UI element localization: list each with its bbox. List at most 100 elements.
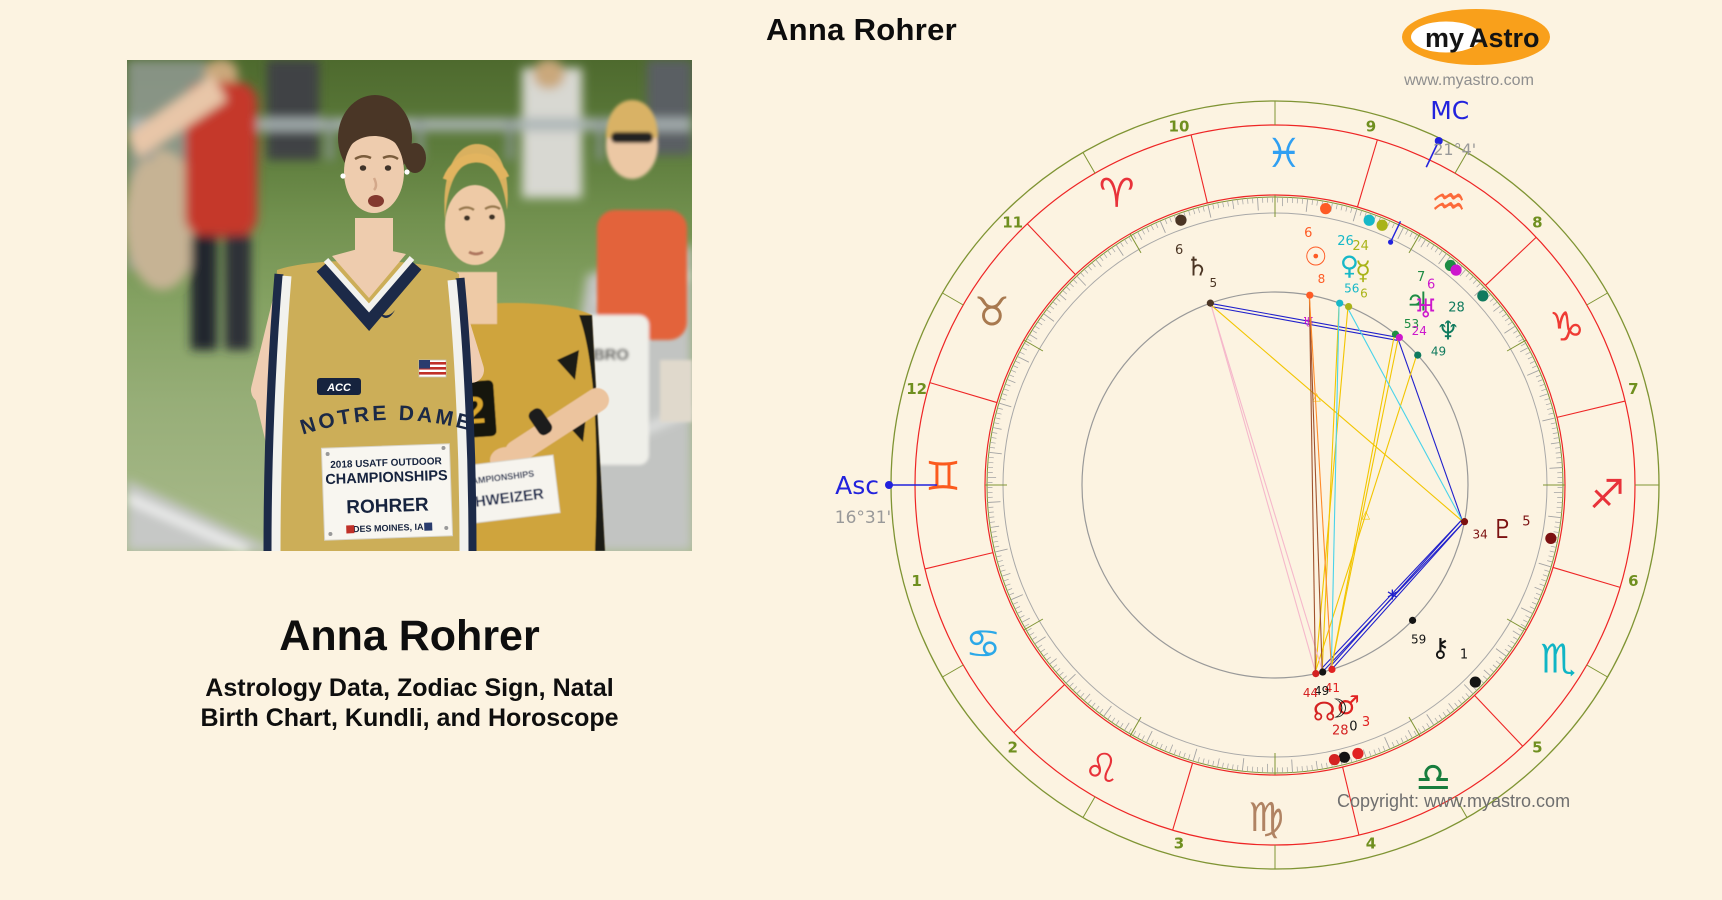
planet-moon-hub-dot bbox=[1319, 668, 1327, 676]
sign-boundary-pisces bbox=[1356, 139, 1378, 208]
planet-neptune-glyph: ♆ bbox=[1436, 316, 1459, 346]
planet-saturn-hub-dot bbox=[1206, 299, 1214, 307]
planet-sun-ring-dot bbox=[1320, 203, 1332, 215]
house-cusp-inner bbox=[1506, 339, 1527, 352]
sign-boundary-aries bbox=[1190, 134, 1208, 204]
aspect-saturn-moon bbox=[1210, 304, 1323, 671]
runner2-braid bbox=[442, 153, 510, 182]
planet-sun-glyph: ☉ bbox=[1304, 243, 1327, 273]
house-cusp-outer bbox=[942, 292, 964, 306]
planet-node-glyph: ☊ bbox=[1313, 698, 1336, 728]
sign-boundary-aquarius bbox=[1485, 236, 1537, 286]
athlete-photo: BRO 12 CHAMPIONSHIPS SCHWEIZER bbox=[127, 60, 692, 551]
aspect-sun-mars bbox=[1308, 297, 1332, 668]
mc-dot bbox=[1434, 136, 1443, 145]
aspect-mars-pluto bbox=[1329, 519, 1462, 667]
sign-virgo-glyph: ♍ bbox=[1248, 795, 1284, 841]
sign-scorpio-glyph: ♏ bbox=[1540, 637, 1576, 683]
aspect-saturn-uranus bbox=[1211, 303, 1399, 339]
house-3-label: 3 bbox=[1174, 834, 1184, 852]
mc-line bbox=[1425, 140, 1440, 168]
mc-tick-marker bbox=[1389, 221, 1402, 244]
aspect-saturn-uranus bbox=[1210, 305, 1398, 341]
aspect-uranus-pluto bbox=[1397, 338, 1464, 522]
caption-block: Anna Rohrer Astrology Data, Zodiac Sign,… bbox=[127, 612, 692, 733]
copyright-text: Copyright: www.myastro.com bbox=[1337, 791, 1571, 811]
aspect-saturn-node bbox=[1210, 304, 1316, 672]
house-cusp-outer bbox=[942, 664, 964, 678]
planet-sun-degree: 6 bbox=[1304, 226, 1312, 241]
sign-boundary-leo bbox=[1013, 684, 1065, 734]
mc-label: MC bbox=[1430, 96, 1469, 125]
house-6-label: 6 bbox=[1628, 572, 1638, 590]
house-10-label: 10 bbox=[1169, 118, 1190, 136]
planet-uranus-glyph: ♅ bbox=[1414, 295, 1437, 325]
logo-text-astro: Astro bbox=[1469, 23, 1540, 53]
sign-sagittarius-glyph: ♐ bbox=[1589, 472, 1625, 518]
planet-venus-minute: 56 bbox=[1344, 281, 1359, 295]
planet-moon-minute: 49 bbox=[1314, 684, 1329, 698]
planet-node-minute: 44 bbox=[1303, 686, 1318, 700]
planet-mars-hub-dot bbox=[1328, 665, 1336, 674]
sign-boundary-capricorn bbox=[1556, 400, 1626, 418]
house-5-label: 5 bbox=[1532, 738, 1542, 756]
aspect-moon-pluto bbox=[1320, 519, 1462, 670]
aspect-marker: △ bbox=[1362, 508, 1371, 521]
planet-mars-minute: 41 bbox=[1325, 681, 1340, 695]
planet-uranus-degree: 6 bbox=[1427, 278, 1435, 293]
runner2-face bbox=[445, 185, 505, 265]
runner1-face bbox=[344, 131, 404, 213]
house-7-label: 7 bbox=[1628, 380, 1638, 398]
planet-pluto-hub-dot bbox=[1460, 518, 1469, 526]
runner1-bib: 2018 USATF OUTDOOR CHAMPIONSHIPS ROHRER … bbox=[320, 443, 454, 541]
planet-neptune-hub-dot bbox=[1414, 351, 1422, 359]
house-cusp-outer bbox=[1454, 152, 1468, 174]
bib-event-line1: 2018 USATF OUTDOOR bbox=[330, 456, 443, 471]
house-cusp-inner bbox=[1408, 233, 1421, 254]
aspect-venus-mars bbox=[1330, 305, 1340, 668]
sign-taurus-glyph: ♉ bbox=[974, 289, 1010, 335]
planet-venus-hub-dot bbox=[1336, 299, 1344, 307]
asc-degree-label: 16°31' bbox=[835, 508, 891, 528]
aspect-node-mercury bbox=[1314, 308, 1349, 672]
acc-patch-text: ACC bbox=[326, 382, 352, 394]
house-11-label: 11 bbox=[1002, 214, 1023, 232]
caption-title: Anna Rohrer bbox=[279, 612, 540, 660]
house-cusp-outer bbox=[1586, 664, 1608, 678]
bib-athlete-name: ROHRER bbox=[346, 495, 429, 519]
house-cusp-inner bbox=[1408, 716, 1421, 737]
sign-leo-glyph: ♌ bbox=[1084, 746, 1120, 792]
sign-band-outer-circle bbox=[914, 124, 1636, 846]
aspect-mars-pluto bbox=[1332, 521, 1465, 669]
aspect-sun-moon bbox=[1308, 297, 1323, 671]
planet-chiron-hub-dot bbox=[1408, 616, 1417, 624]
planet-pluto-degree: 5 bbox=[1522, 515, 1530, 530]
planet-sun-hub-dot bbox=[1306, 291, 1314, 299]
aspect-moon-venus bbox=[1321, 305, 1340, 671]
planet-pluto-ring-dot bbox=[1545, 532, 1557, 544]
myastro-logo[interactable]: my Astro bbox=[1400, 6, 1552, 68]
aspect-marker: ∗ bbox=[1386, 585, 1399, 604]
house-cusp-inner bbox=[1129, 716, 1142, 737]
logo-url[interactable]: www.myastro.com bbox=[1404, 72, 1534, 89]
planet-node-hub-dot bbox=[1312, 670, 1320, 678]
sign-boundary-taurus bbox=[1026, 223, 1076, 275]
planet-jupiter-glyph: ♃ bbox=[1405, 287, 1428, 317]
planet-pluto-glyph: ♇ bbox=[1491, 515, 1514, 545]
house-4-label: 4 bbox=[1366, 834, 1376, 852]
planet-moon-ring-dot bbox=[1338, 751, 1351, 763]
planet-saturn-minute: 5 bbox=[1210, 276, 1218, 290]
planet-moon-glyph: ☽ bbox=[1325, 695, 1348, 725]
house-1-label: 1 bbox=[911, 572, 921, 590]
aspect-marker: ♅ bbox=[1302, 316, 1314, 331]
planet-venus-degree: 26 bbox=[1337, 234, 1354, 249]
planet-mars-ring-dot bbox=[1352, 747, 1364, 760]
house-cusp-outer bbox=[1082, 152, 1096, 174]
photo-background-runners: BRO bbox=[574, 100, 692, 465]
sign-boundary-sagittarius bbox=[1552, 566, 1621, 588]
house-cusp-outer bbox=[1082, 796, 1096, 818]
planet-mercury-degree: 24 bbox=[1352, 239, 1369, 254]
planet-uranus-hub-dot bbox=[1395, 333, 1403, 342]
aspect-hub-circle bbox=[1081, 291, 1469, 679]
planet-mars-degree: 3 bbox=[1362, 715, 1370, 730]
